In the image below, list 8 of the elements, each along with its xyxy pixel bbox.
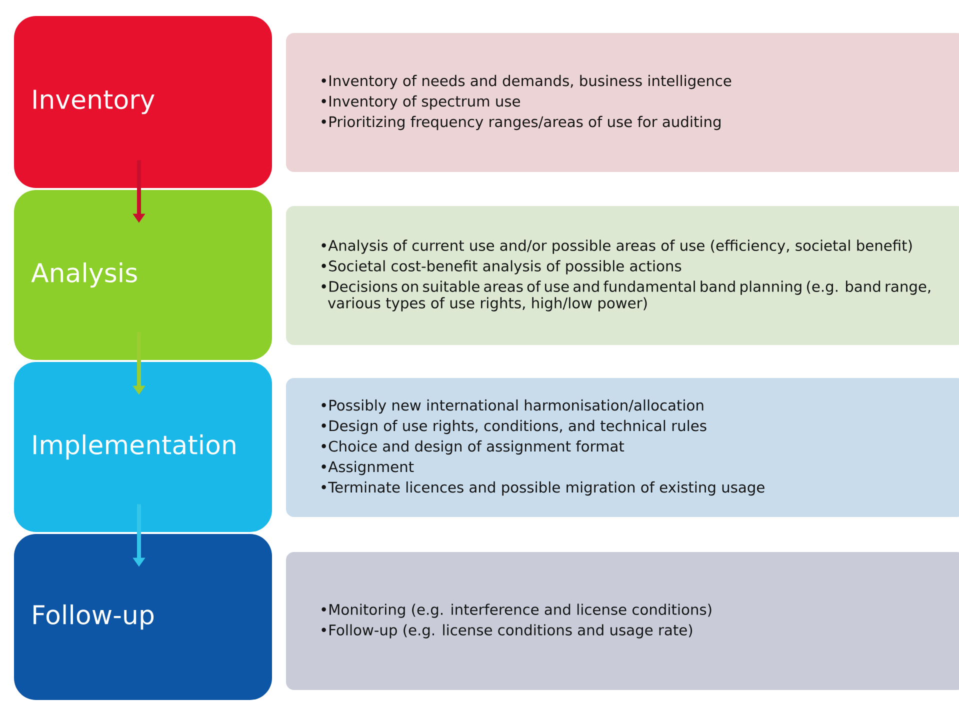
stage-box: Follow-up <box>14 534 272 700</box>
text-panel: •Inventory of needs and demands, business intelligence •Inventory of spectrum use •Prioritizing frequency ranges/areas of use for auditing <box>286 33 959 172</box>
stage-box: Implementation <box>14 362 272 532</box>
text-panel: •Possibly new international harmonisation/allocation •Design of use rights, conditions, and technical rules •Choice and design of assignment format •Assignment •Terminate licences and possible migration of existing usage <box>286 378 959 517</box>
stage-box: Inventory <box>14 16 272 188</box>
text-panel: •Monitoring (e.g. interference and license conditions) •Follow-up (e.g. license conditions and usage rate) <box>286 552 959 690</box>
stage-box: Analysis <box>14 190 272 360</box>
text-panel: •Analysis of current use and/or possible areas of use (efficiency, societal benefit) •Societal cost-benefit analysis of possible actions •Decisions on suitable areas of use and fundamental band planning (e.g. band range, various types of use rights, high/low power) <box>286 206 959 345</box>
